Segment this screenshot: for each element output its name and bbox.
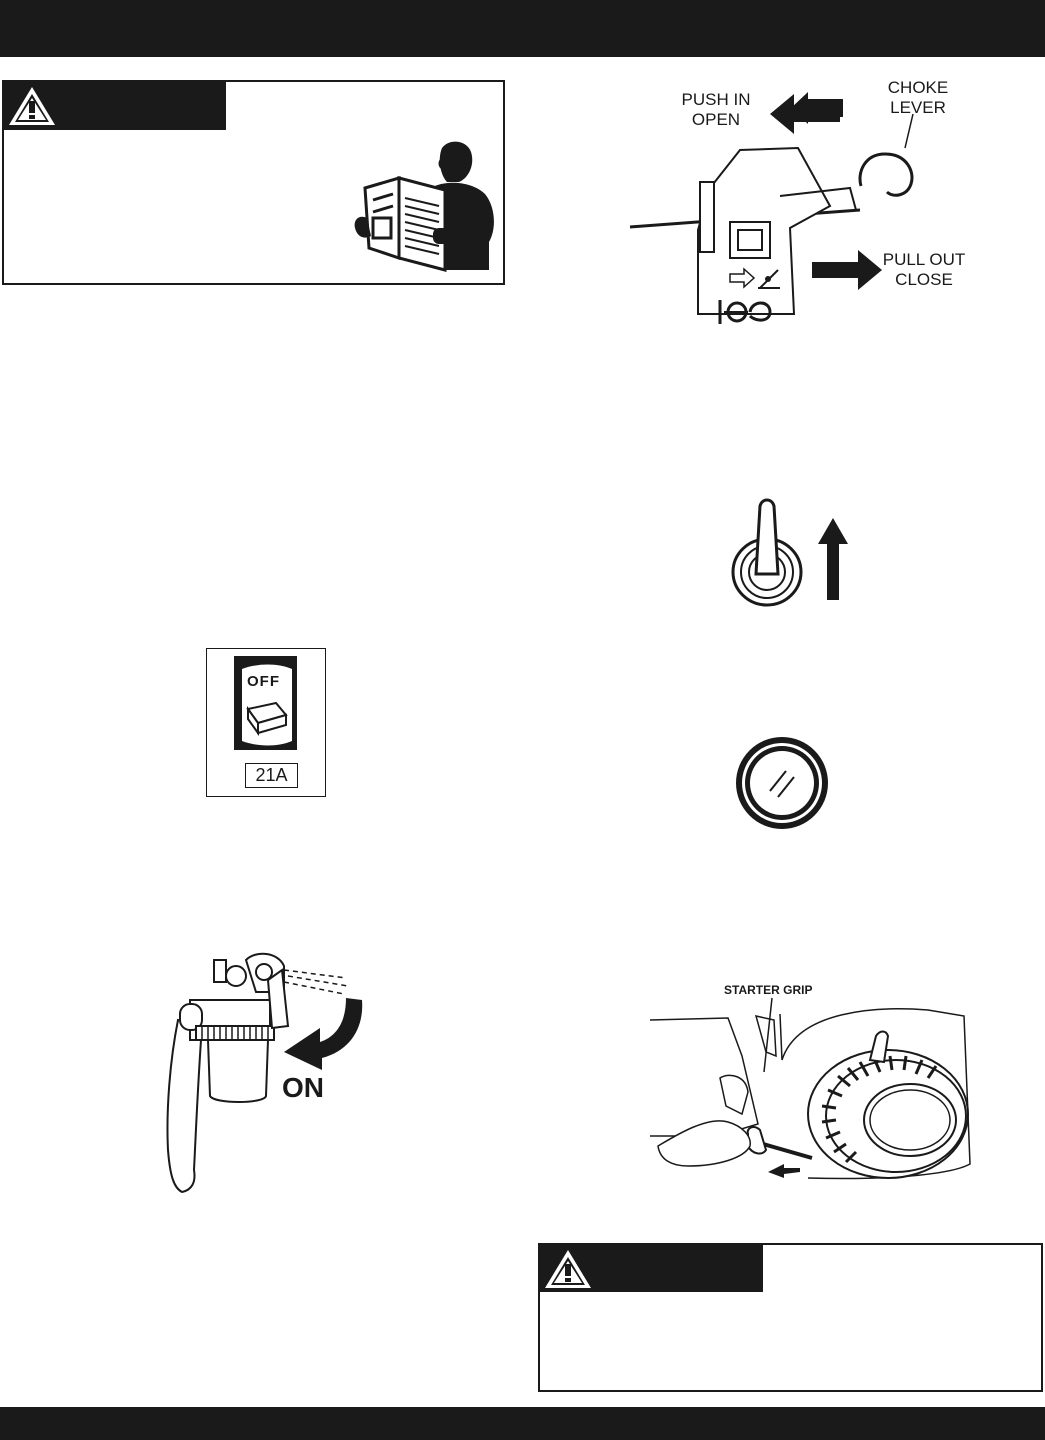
- choke-lever-hook-icon: [858, 152, 914, 197]
- warning-header: [540, 1245, 763, 1292]
- pull-out-arrow-icon: [812, 250, 882, 290]
- rotate-on-arrow-icon: [284, 998, 363, 1070]
- recoil-starter-diagram: [649, 1008, 971, 1180]
- choke-lever-line1: CHOKE: [887, 78, 949, 97]
- fuel-valve-diagram: [166, 952, 349, 1194]
- choke-lever-line2: LEVER: [890, 98, 946, 117]
- choke-lever-label: CHOKE LEVER: [880, 78, 956, 118]
- breaker-rating-label: 21A: [245, 763, 298, 788]
- push-in-label: PUSH IN OPEN: [676, 90, 756, 130]
- person-reading-manual-icon: [354, 141, 494, 272]
- starter-grip-label: STARTER GRIP: [724, 983, 813, 997]
- warning-box-bottom: [538, 1243, 1043, 1392]
- round-reset-button-icon: [736, 737, 828, 829]
- starter-grip-leader-line: [763, 997, 773, 1073]
- warning-triangle-icon: [545, 1250, 591, 1288]
- choke-leader-line: [904, 113, 914, 149]
- warning-header: [4, 82, 226, 130]
- pull-out-label: PULL OUT CLOSE: [876, 250, 972, 290]
- fuel-valve-on-label: ON: [282, 1072, 324, 1103]
- circuit-breaker-panel: OFF 21A: [206, 648, 326, 797]
- header-bar: [0, 0, 1045, 57]
- breaker-rocker-icon: [242, 664, 292, 746]
- push-in-line1: PUSH IN: [681, 90, 751, 109]
- push-in-arrow-icon: [770, 94, 840, 134]
- warning-box-read-manual: [2, 80, 505, 285]
- warning-triangle-icon: [9, 87, 55, 125]
- pull-out-line1: PULL OUT: [882, 250, 966, 269]
- push-in-line2: OPEN: [691, 110, 741, 129]
- toggle-switch-up-icon: [731, 498, 848, 607]
- breaker-off-label: OFF: [247, 673, 280, 690]
- footer-bar: [0, 1407, 1045, 1440]
- pull-out-line2: CLOSE: [895, 270, 953, 289]
